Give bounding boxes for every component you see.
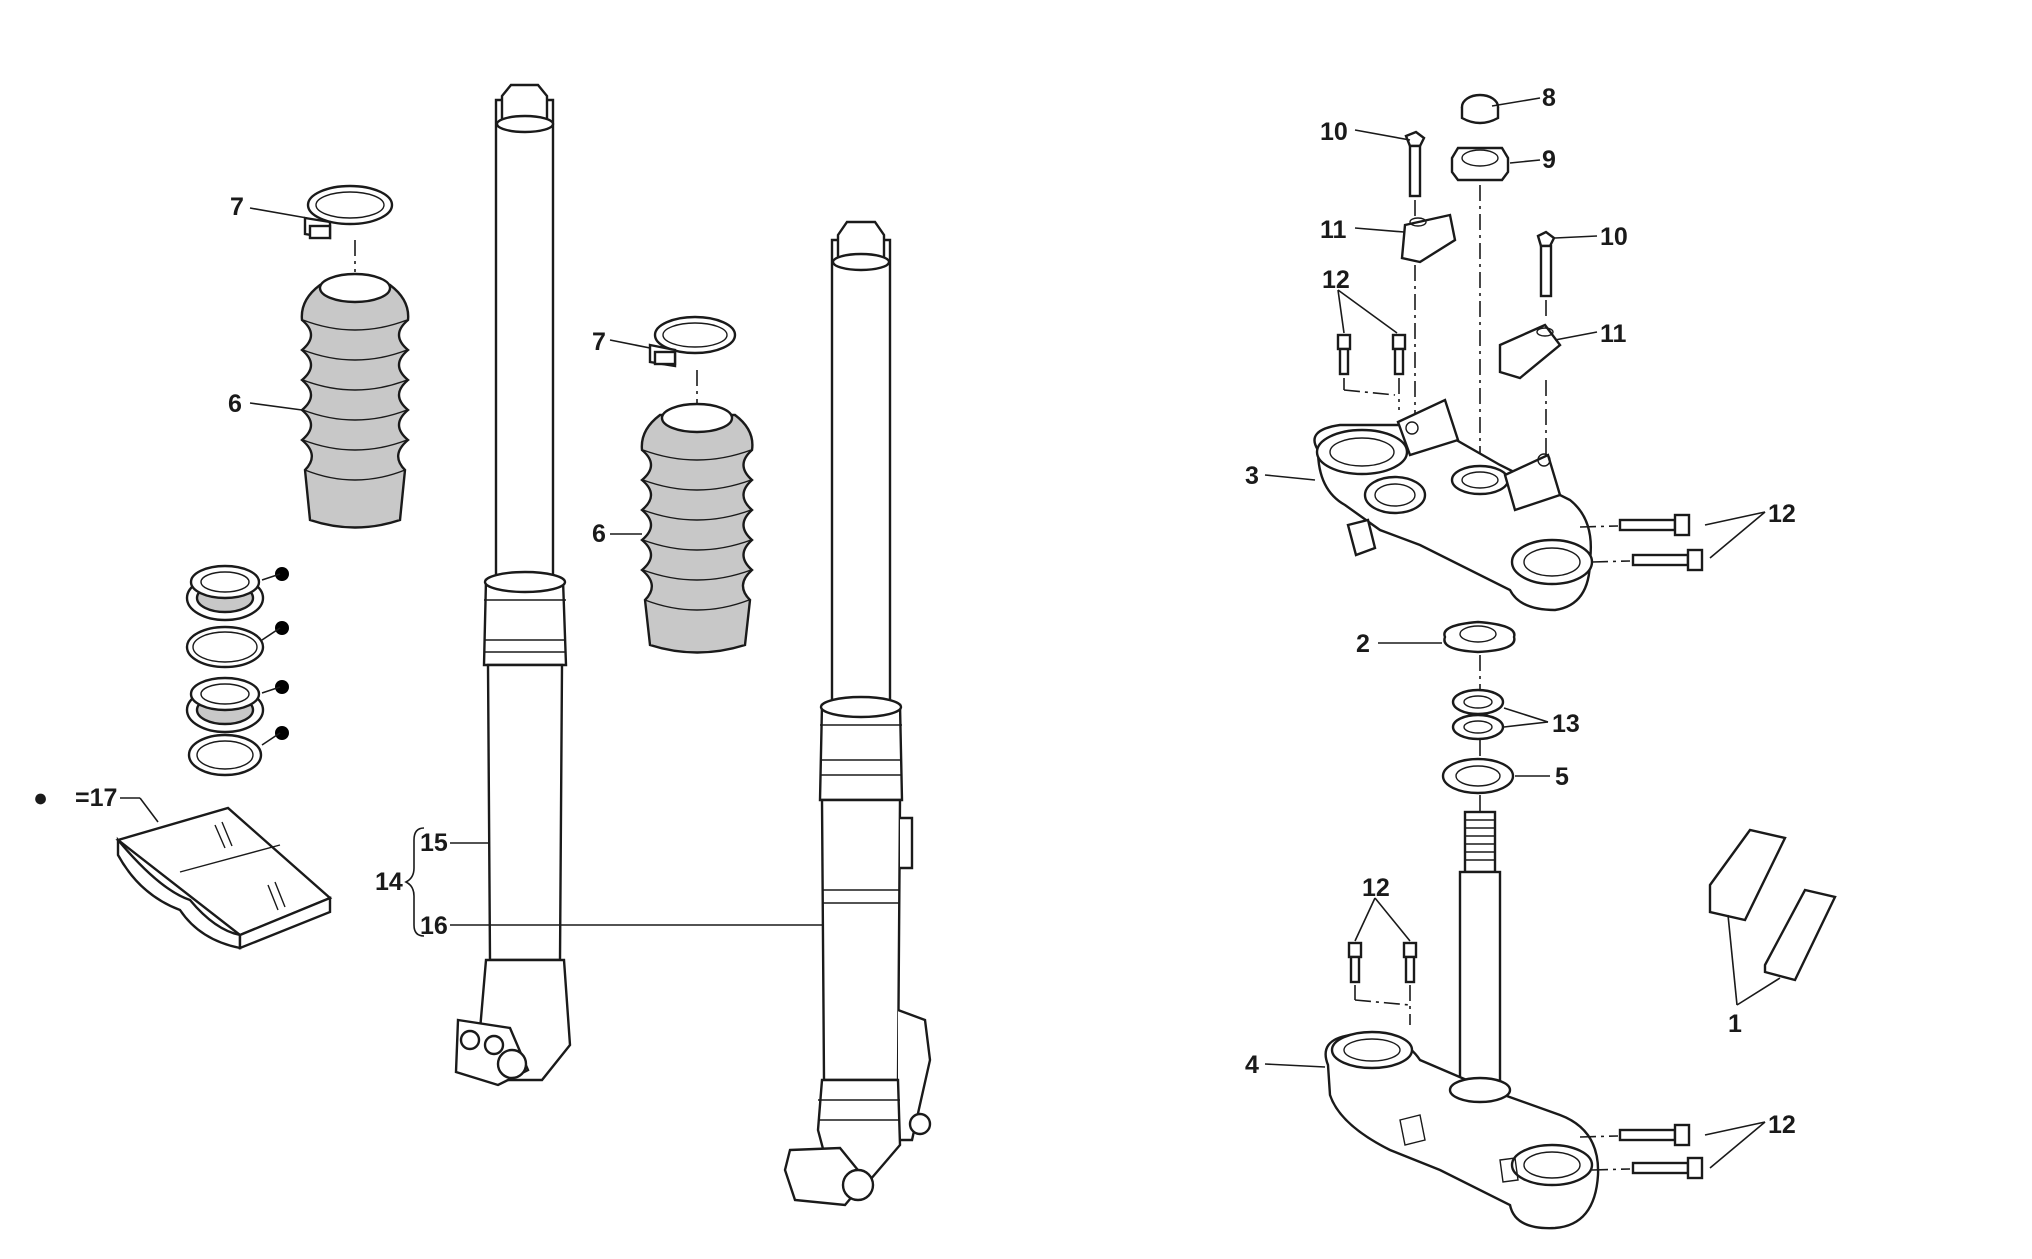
bolts-12-lower-right bbox=[1618, 1123, 1704, 1180]
label-9: 9 bbox=[1542, 146, 1556, 174]
bolt-10-left bbox=[1404, 130, 1426, 198]
fork-boot-right bbox=[640, 402, 754, 654]
cap bbox=[1460, 93, 1500, 125]
bolt-10-right bbox=[1536, 230, 1556, 298]
label-10-left: 10 bbox=[1320, 118, 1348, 146]
label-11-left: 11 bbox=[1320, 216, 1347, 244]
stem-nut-2 bbox=[1443, 620, 1516, 654]
steering-stem bbox=[1458, 810, 1502, 1084]
legend: ● =17 bbox=[33, 784, 117, 812]
fork-leg-left bbox=[454, 83, 572, 1087]
oil-seal bbox=[185, 564, 265, 622]
label-12-lower-left: 12 bbox=[1362, 874, 1390, 902]
legend-dot-symbol: ● bbox=[33, 784, 48, 812]
label-1: 1 bbox=[1728, 1010, 1742, 1038]
lower-triple-clamp bbox=[1324, 1030, 1600, 1230]
label-14: 14 bbox=[375, 868, 403, 896]
fork-leg-right bbox=[783, 220, 932, 1207]
bolts-12-lower-pair bbox=[1347, 941, 1418, 984]
upper-triple-clamp bbox=[1313, 398, 1594, 612]
label-11-right: 11 bbox=[1600, 320, 1627, 348]
washer-ring bbox=[187, 733, 263, 777]
retaining-ring bbox=[185, 625, 265, 669]
hose-clamp-left bbox=[303, 184, 394, 240]
label-5: 5 bbox=[1555, 763, 1569, 791]
label-12-lower-right: 12 bbox=[1768, 1111, 1796, 1139]
label-16: 16 bbox=[420, 912, 448, 940]
label-10-right: 10 bbox=[1600, 223, 1628, 251]
bolts-12-upper-pair bbox=[1336, 333, 1407, 376]
label-15: 15 bbox=[420, 829, 448, 857]
seal-kit-bag bbox=[115, 806, 333, 950]
label-8: 8 bbox=[1542, 84, 1556, 112]
bolts-12-upper-right bbox=[1618, 513, 1704, 572]
label-3: 3 bbox=[1245, 462, 1259, 490]
label-13: 13 bbox=[1552, 710, 1580, 738]
label-12-upper-left: 12 bbox=[1322, 266, 1350, 294]
label-6-right: 6 bbox=[592, 520, 606, 548]
stem-nut bbox=[1450, 146, 1510, 182]
handlebar-clamp-right bbox=[1498, 323, 1562, 380]
rubber-pads bbox=[1708, 828, 1837, 982]
label-7-left: 7 bbox=[230, 193, 244, 221]
label-2: 2 bbox=[1356, 630, 1370, 658]
leader-lines bbox=[249, 97, 1766, 1169]
legend-text: =17 bbox=[75, 784, 117, 812]
hose-clamp-right bbox=[648, 315, 737, 368]
label-4: 4 bbox=[1245, 1051, 1259, 1079]
washers-13 bbox=[1451, 688, 1505, 741]
label-6-left: 6 bbox=[228, 390, 242, 418]
bearing-5 bbox=[1441, 757, 1515, 795]
fork-boot-left bbox=[300, 272, 410, 529]
label-12-upper-right: 12 bbox=[1768, 500, 1796, 528]
label-7-right: 7 bbox=[592, 328, 606, 356]
callout-labels: 7 6 7 6 14 15 16 8 9 10 10 11 11 12 12 1… bbox=[228, 84, 1796, 1139]
dust-seal bbox=[185, 676, 265, 734]
handlebar-clamp-left bbox=[1400, 213, 1457, 264]
